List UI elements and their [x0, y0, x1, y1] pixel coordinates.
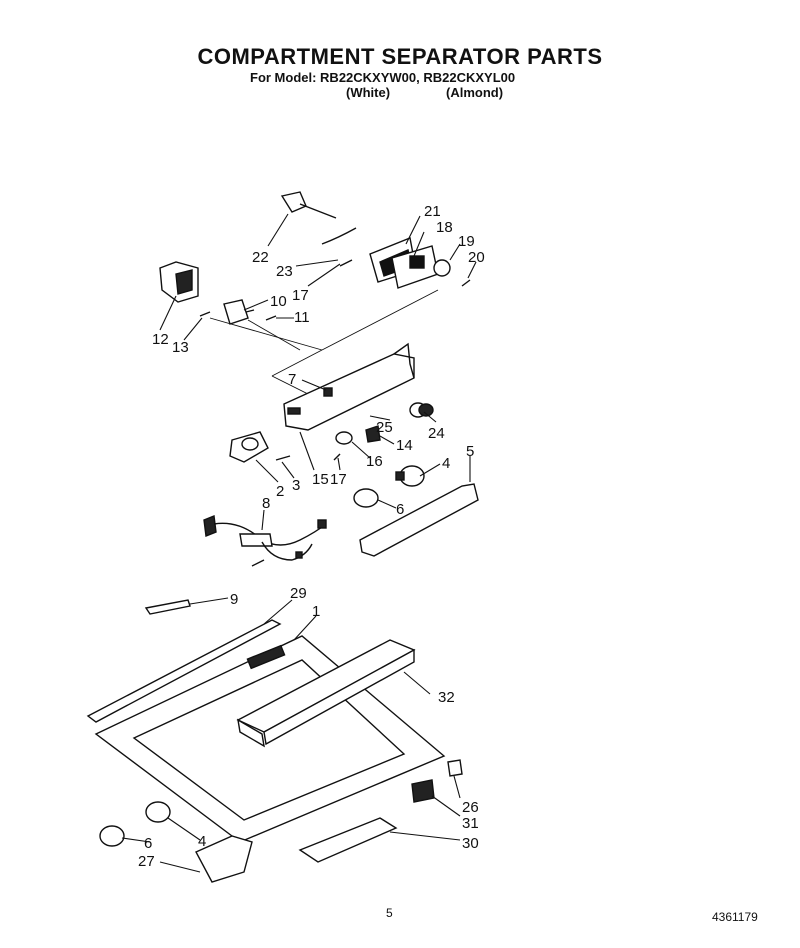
part-shield-27: [195, 835, 253, 883]
callout-15: 15: [312, 471, 329, 488]
callout-25: 25: [376, 419, 393, 436]
part-wire-23: [321, 227, 357, 245]
part-cover-30: [298, 817, 398, 863]
part-light-housing-2: [229, 431, 269, 463]
callout-4b: 4: [198, 833, 206, 850]
callout-11: 11: [294, 309, 310, 326]
part-knob-19: [433, 259, 451, 277]
callout-7: 7: [288, 371, 296, 388]
part-control-housing-18: [369, 237, 439, 289]
callout-21: 21: [424, 203, 441, 220]
callout-32: 32: [438, 689, 455, 706]
variant-almond: (Almond): [446, 85, 504, 100]
callout-27: 27: [138, 853, 155, 870]
part-lens-6b: [99, 825, 125, 847]
part-gasket-29: [86, 619, 282, 723]
callout-29: 29: [290, 585, 307, 602]
callout-16: 16: [366, 453, 383, 470]
part-screw-20: [461, 279, 471, 287]
callout-2: 2: [276, 483, 284, 500]
callout-12: 12: [152, 331, 169, 348]
part-socket-14: [365, 425, 381, 443]
part-screw-3: [275, 455, 291, 461]
callout-20: 20: [468, 249, 485, 266]
callout-9: 9: [230, 591, 238, 608]
part-screw-13: [199, 311, 211, 317]
callout-6b: 6: [144, 835, 152, 852]
part-lens-6a: [353, 488, 379, 508]
part-housing-15: [283, 342, 415, 431]
callout-14: 14: [396, 437, 413, 454]
part-bulb-4b: [145, 801, 171, 823]
part-clip-26: [447, 759, 463, 777]
callout-1: 1: [312, 603, 320, 620]
part-screw-11: [265, 315, 277, 321]
callout-30: 30: [462, 835, 479, 852]
callout-19: 19: [458, 233, 475, 250]
callout-18: 18: [436, 219, 453, 236]
part-disk-16: [335, 431, 353, 445]
variant-white: (White): [346, 85, 391, 100]
callout-10: 10: [270, 293, 287, 310]
callout-24: 24: [428, 425, 445, 442]
part-harness-8: [203, 515, 327, 567]
model-numbers: For Model: RB22CKXYW00, RB22CKXYL00: [250, 70, 516, 85]
callout-23: 23: [276, 263, 293, 280]
part-clip-9: [144, 599, 191, 615]
callout-26: 26: [462, 799, 479, 816]
part-knob-24: [409, 402, 434, 418]
part-switch-10: [223, 299, 255, 325]
part-screw-17b: [333, 453, 341, 461]
callout-5: 5: [466, 443, 474, 460]
part-bracket-12: [159, 261, 199, 303]
part-bulb-4a: [395, 465, 425, 487]
part-switch-31: [411, 779, 435, 803]
callout-6a: 6: [396, 501, 404, 518]
callout-22: 22: [252, 249, 269, 266]
callout-13: 13: [172, 339, 189, 356]
part-channel-32: [236, 639, 416, 748]
part-screw-17a: [339, 259, 353, 267]
diagram-title: COMPARTMENT SEPARATOR PARTS: [197, 44, 603, 69]
document-number: 4361179: [712, 910, 758, 924]
callout-8: 8: [262, 495, 270, 512]
part-trim-5: [359, 483, 479, 557]
callout-17a: 17: [292, 287, 309, 304]
callout-17b: 17: [330, 471, 347, 488]
part-sensor-22: [280, 191, 337, 219]
callout-31: 31: [462, 815, 479, 832]
callout-3: 3: [292, 477, 300, 494]
page-number: 5: [386, 906, 393, 920]
callout-4a: 4: [442, 455, 450, 472]
